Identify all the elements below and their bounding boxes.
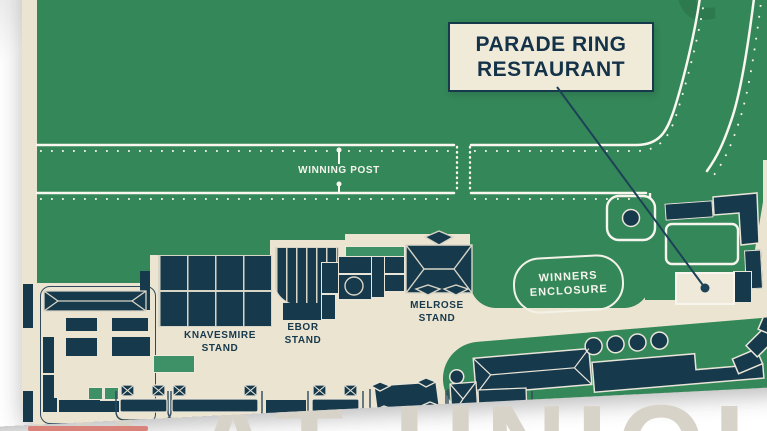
callout-line1: PARADE RING [475, 33, 627, 56]
knavesmire-stand-building [158, 255, 272, 327]
yard-building [112, 318, 148, 331]
yard-building [43, 375, 54, 407]
yard-building [88, 401, 119, 412]
yard-building [112, 337, 150, 356]
road-band [440, 287, 767, 419]
small-building [384, 274, 405, 292]
yard-building [43, 398, 57, 412]
stand-wing [140, 271, 150, 310]
field-mid-strip [345, 160, 470, 234]
winners-line2: ENCLOSURE [529, 282, 609, 300]
green-kiosk [88, 387, 103, 400]
knavesmire-stand-label: KNAVESMIRE STAND [184, 330, 256, 354]
pavilion-dome [628, 333, 647, 352]
green-lawn-patch [153, 355, 195, 373]
road-band-buildings [448, 287, 767, 403]
field-knavesmire-strip [150, 160, 270, 255]
callout-line2: RESTAURANT [476, 58, 626, 81]
edge-building [23, 284, 33, 328]
arc-stand-segment [757, 306, 767, 337]
small-building [338, 274, 372, 300]
watermark-top: SEAT UNIQUE [46, 0, 767, 16]
parade-ring-restaurant-callout: PARADE RING RESTAURANT [448, 22, 654, 92]
long-roof-ridges [472, 348, 593, 395]
small-building [338, 256, 372, 274]
yard-building [43, 337, 54, 373]
small-building [384, 256, 405, 274]
yard-building [66, 318, 97, 331]
green-kiosk [104, 387, 119, 400]
field-left [37, 160, 150, 283]
small-building [321, 262, 339, 294]
restaurant-annex [733, 271, 752, 303]
ebor-stand-base [283, 303, 330, 320]
parade-ring-restaurant-building [675, 272, 735, 305]
round-kiosk [448, 368, 465, 385]
winners-enclosure-label: WINNERS ENCLOSURE [511, 253, 626, 315]
yard-building [66, 338, 97, 356]
small-building [321, 294, 336, 320]
round-kiosk [450, 386, 466, 403]
pavilion-dome [606, 335, 625, 354]
winning-post-label: WINNING POST [298, 165, 380, 176]
pavilion-dome [584, 336, 603, 356]
small-building [371, 256, 385, 298]
red-accent-strip [28, 426, 148, 431]
pavilion-dome [650, 331, 669, 350]
melrose-stand-building [405, 230, 473, 296]
edge-building [23, 391, 33, 422]
field-ebor-strip [270, 160, 345, 240]
field-top [37, 0, 767, 160]
marquee-bar [266, 400, 306, 413]
ebor-stand-label: EBOR STAND [284, 322, 322, 346]
melrose-stand-label: MELROSE STAND [410, 300, 464, 324]
marquee-table-crosses [120, 384, 358, 397]
parade-building [664, 200, 714, 221]
